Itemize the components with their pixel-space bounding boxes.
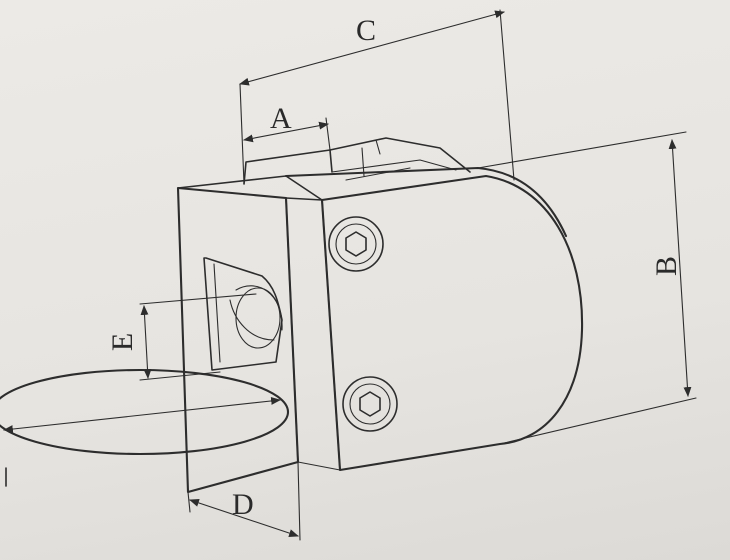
clamp-front-left-edge <box>321 199 341 471</box>
clamp-front-face <box>320 174 584 472</box>
top-slot <box>243 137 471 185</box>
dimension-e: E <box>106 293 257 381</box>
dimension-e-label: E <box>106 333 139 351</box>
glass-opening <box>203 257 283 371</box>
upper-bolt <box>328 216 384 272</box>
lower-bolt <box>342 376 398 432</box>
round-post <box>0 368 290 487</box>
clamp-inner-edge <box>285 197 299 463</box>
dimension-d-label: D <box>232 488 254 521</box>
dimension-d: D <box>187 461 301 541</box>
dimension-c: C <box>239 9 515 181</box>
clamp-top-edge <box>284 166 568 238</box>
dimension-c-label: C <box>356 14 376 47</box>
clamp-end-face-top <box>177 175 323 201</box>
dimension-a-label: A <box>270 102 292 135</box>
dimension-b-label: B <box>650 256 683 276</box>
clamp-bottom-edge <box>297 461 341 471</box>
clamp-end-face <box>176 186 300 494</box>
dimension-b: B <box>477 131 697 445</box>
dimension-a: A <box>239 83 331 185</box>
